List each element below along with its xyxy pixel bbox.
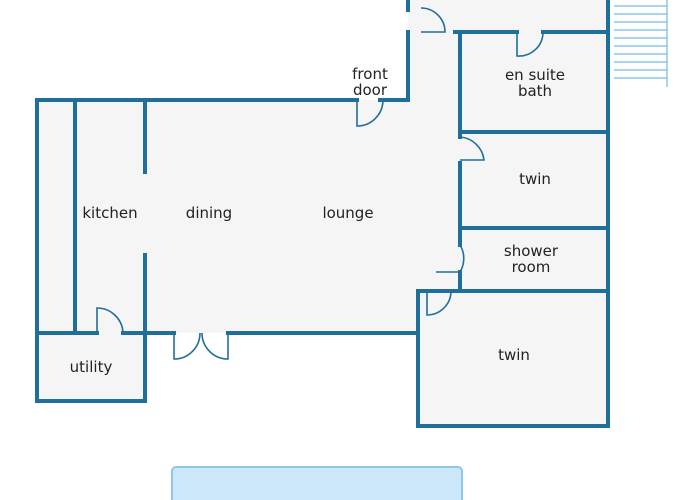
outer-wall-top-mid bbox=[378, 30, 410, 102]
label-en-suite-2: bath bbox=[518, 82, 552, 100]
label-twin-upper: twin bbox=[519, 170, 551, 188]
utility-floor bbox=[37, 333, 145, 401]
label-twin-lower: twin bbox=[498, 346, 530, 364]
outer-wall-left bbox=[35, 98, 147, 403]
label-dining: dining bbox=[186, 204, 232, 222]
swimming-pool bbox=[171, 466, 463, 500]
utility-door bbox=[96, 307, 124, 334]
twin-upper-door bbox=[459, 136, 485, 161]
label-utility: utility bbox=[70, 358, 113, 376]
en-suite-door bbox=[516, 31, 544, 57]
walls bbox=[35, 0, 610, 428]
label-kitchen: kitchen bbox=[82, 204, 137, 222]
label-shower-room-1: shower bbox=[504, 242, 559, 260]
en-suite-floor bbox=[460, 32, 608, 132]
twin-lower-door bbox=[426, 290, 452, 316]
outer-wall-bottom-c bbox=[226, 291, 420, 335]
top-corridor-door bbox=[420, 7, 446, 33]
label-front-door-2: door bbox=[353, 81, 388, 99]
twin-upper-floor bbox=[460, 132, 608, 228]
label-front-door-1: front bbox=[352, 65, 388, 83]
main-floor bbox=[37, 100, 422, 333]
corridor-floor bbox=[408, 0, 460, 333]
outer-wall-right bbox=[416, 0, 610, 428]
front-door bbox=[356, 99, 384, 127]
label-lounge: lounge bbox=[322, 204, 373, 222]
patio-door-left bbox=[173, 332, 201, 360]
label-en-suite-1: en suite bbox=[505, 66, 565, 84]
label-shower-room-2: room bbox=[512, 258, 551, 276]
pool-steps bbox=[614, 0, 668, 87]
shower-room-floor bbox=[460, 228, 608, 291]
top-room-floor bbox=[408, 0, 608, 32]
floor-areas bbox=[37, 0, 608, 426]
shower-room-door bbox=[436, 244, 465, 273]
patio-door-right bbox=[201, 332, 229, 360]
doors bbox=[96, 7, 544, 360]
twin-lower-floor bbox=[418, 291, 608, 426]
